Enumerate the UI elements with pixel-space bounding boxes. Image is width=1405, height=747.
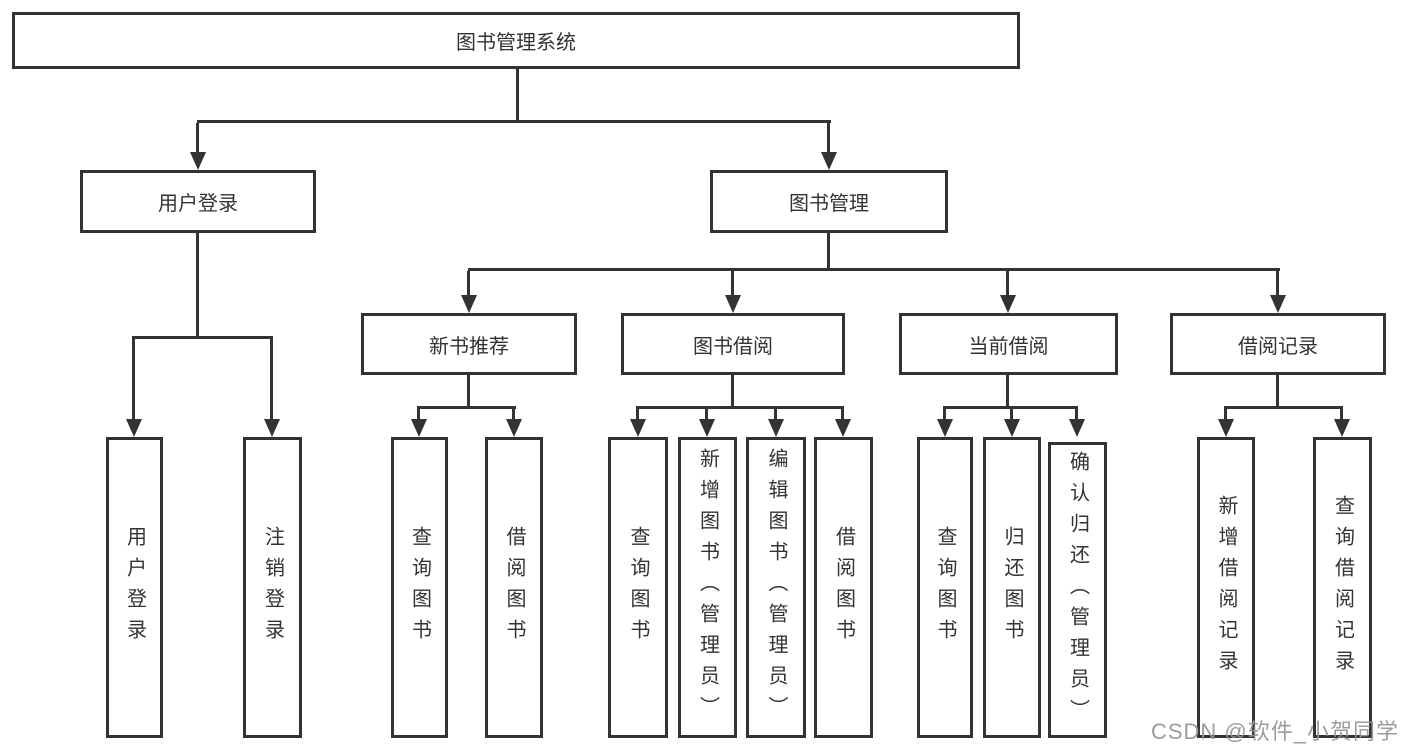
watermark: CSDN @软件_小贺同学 xyxy=(1150,719,1399,744)
connector-to-new-books xyxy=(467,271,470,296)
node-label: 归还图书 xyxy=(1001,525,1023,650)
node-new-book-recommend: 新书推荐 xyxy=(361,313,577,375)
node-label: 用户登录 xyxy=(158,193,238,215)
node-label: 新增借阅记录 xyxy=(1215,494,1237,681)
connector-root-trunk xyxy=(516,69,519,120)
arrow-down-icon xyxy=(937,419,953,437)
node-borrowing-records: 借阅记录 xyxy=(1170,313,1386,375)
arrow-down-icon xyxy=(1069,419,1085,437)
connector-to-borrow-records xyxy=(1276,271,1279,296)
arrow-down-icon xyxy=(725,295,741,313)
arrow-down-icon xyxy=(411,419,427,437)
connector-stub xyxy=(512,409,515,420)
connector-stub xyxy=(943,409,946,420)
node-label: 查询图书 xyxy=(934,525,956,650)
leaf-bb-borrow-books: 借阅图书 xyxy=(814,437,873,738)
node-user-login: 用户登录 xyxy=(80,170,316,233)
connector-to-logout-leaf xyxy=(270,339,273,419)
leaf-nb-query-books: 查询图书 xyxy=(391,437,448,738)
node-label: 查询借阅记录 xyxy=(1331,494,1354,681)
node-label: 用户登录 xyxy=(123,525,146,650)
connector-stub xyxy=(841,409,844,420)
arrow-down-icon xyxy=(1004,419,1020,437)
connector-book-mgmt-trunk xyxy=(827,233,830,271)
connector-user-login-trunk xyxy=(196,233,199,339)
node-current-borrowing: 当前借阅 xyxy=(899,313,1118,375)
node-label: 新增图书（管理员） xyxy=(696,448,719,727)
connector-current-borrow-trunk xyxy=(1006,375,1009,409)
connector-book-mgmt-split xyxy=(468,268,1280,271)
node-book-management: 图书管理 xyxy=(710,170,948,233)
leaf-br-add-record: 新增借阅记录 xyxy=(1197,437,1255,738)
node-label: 新书推荐 xyxy=(429,335,509,358)
node-label: 查询图书 xyxy=(408,525,431,650)
connector-stub xyxy=(1075,409,1078,420)
connector-to-book-borrow xyxy=(731,271,734,296)
node-label: 借阅图书 xyxy=(503,525,525,650)
connector-stub xyxy=(705,409,708,420)
connector-stub xyxy=(774,409,777,420)
leaf-br-query-record: 查询借阅记录 xyxy=(1313,437,1372,738)
node-label: 图书管理 xyxy=(789,193,869,215)
node-label: 图书借阅 xyxy=(693,335,773,358)
connector-new-books-trunk xyxy=(467,375,470,409)
node-label: 借阅记录 xyxy=(1238,335,1318,358)
connector-borrow-records-trunk xyxy=(1276,375,1279,409)
leaf-nb-borrow-books: 借阅图书 xyxy=(485,437,543,738)
connector-stub xyxy=(417,409,420,420)
arrow-down-icon xyxy=(1270,295,1286,313)
connector-stub xyxy=(1224,409,1227,420)
connector-to-user-login xyxy=(196,123,199,153)
connector-to-login-leaf xyxy=(132,339,135,419)
arrow-down-icon xyxy=(506,419,522,437)
arrow-down-icon xyxy=(835,419,851,437)
connector-book-borrow-trunk xyxy=(731,375,734,409)
node-label: 借阅图书 xyxy=(832,525,855,650)
connector-root-split xyxy=(197,120,831,123)
arrow-down-icon xyxy=(190,152,206,170)
node-label: 查询图书 xyxy=(627,525,649,650)
arrow-down-icon xyxy=(1218,419,1234,437)
connector-book-borrow-split xyxy=(636,406,844,409)
node-label: 当前借阅 xyxy=(968,335,1049,358)
arrow-down-icon xyxy=(768,419,784,437)
connector-user-login-split xyxy=(132,336,273,339)
arrow-down-icon xyxy=(699,419,715,437)
leaf-logout: 注销登录 xyxy=(243,437,302,738)
connector-current-borrow-split xyxy=(943,406,1078,409)
leaf-bb-add-books-admin: 新增图书（管理员） xyxy=(678,437,737,738)
connector-new-books-split xyxy=(417,406,516,409)
node-root-library-system: 图书管理系统 xyxy=(12,12,1020,69)
connector-stub xyxy=(636,409,639,420)
arrow-down-icon xyxy=(821,152,837,170)
node-label: 图书管理系统 xyxy=(456,32,576,54)
arrow-down-icon xyxy=(461,295,477,313)
arrow-down-icon xyxy=(126,419,142,437)
leaf-cb-confirm-return-admin: 确认归还（管理员） xyxy=(1048,442,1107,738)
node-label: 注销登录 xyxy=(261,525,284,650)
connector-stub xyxy=(1340,409,1343,420)
leaf-cb-query-books: 查询图书 xyxy=(917,437,973,738)
arrow-down-icon xyxy=(630,419,646,437)
connector-borrow-records-split xyxy=(1224,406,1343,409)
node-book-borrowing: 图书借阅 xyxy=(621,313,845,375)
connector-to-current-borrow xyxy=(1006,271,1009,296)
node-label: 编辑图书（管理员） xyxy=(765,448,787,727)
arrow-down-icon xyxy=(1334,419,1350,437)
connector-stub xyxy=(1010,409,1013,420)
leaf-bb-query-books: 查询图书 xyxy=(608,437,668,738)
leaf-cb-return-books: 归还图书 xyxy=(983,437,1041,738)
leaf-bb-edit-books-admin: 编辑图书（管理员） xyxy=(746,437,806,738)
connector-to-book-mgmt xyxy=(827,123,830,153)
leaf-user-login: 用户登录 xyxy=(106,437,163,738)
arrow-down-icon xyxy=(264,419,280,437)
node-label: 确认归还（管理员） xyxy=(1066,450,1089,730)
arrow-down-icon xyxy=(1000,295,1016,313)
